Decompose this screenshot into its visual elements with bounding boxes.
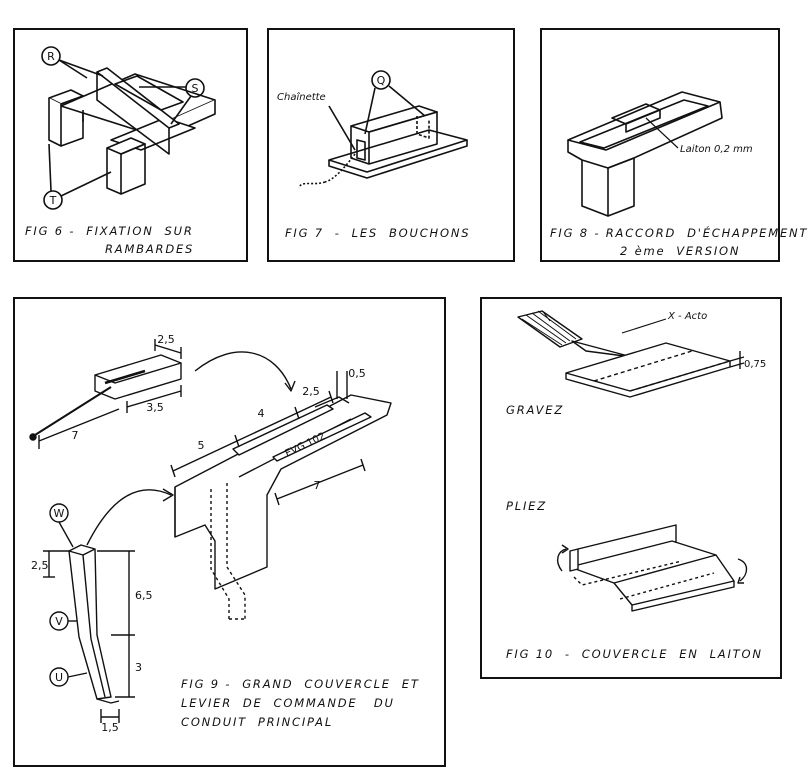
fig6-label-r: R [47, 50, 55, 63]
fig10-caption: FIG 10 - COUVERCLE EN LAITON [506, 647, 763, 661]
fig9-dim-3-5: 3,5 [146, 401, 164, 414]
fig10-panel: X - Acto 0,75 GRAVEZ PLIEZ FIG 10 - COUV… [480, 297, 782, 679]
fig9-dim-4: 4 [258, 407, 265, 420]
fig9-dim-7-right: 7 [314, 479, 321, 492]
fig9-label-u: U [55, 671, 63, 684]
fig9-dim-0-5: 0,5 [348, 367, 366, 380]
fig9-dim-7-left: 7 [72, 429, 79, 442]
fig9-caption-line3: CONDUIT PRINCIPAL [181, 715, 334, 729]
fig6-label-t: T [49, 194, 57, 207]
fig9-dim-1-5: 1,5 [101, 721, 119, 734]
fig7-panel: Q Chaînette FIG 7 - LES BOUCHONS [267, 28, 515, 262]
fig6-caption-line2: RAMBARDES [105, 242, 195, 256]
fig7-label-q: Q [377, 74, 386, 87]
fig7-caption: FIG 7 - LES BOUCHONS [285, 226, 471, 240]
fig10-dim-0-75: 0,75 [744, 359, 766, 370]
fig9-dim-6-5: 6,5 [135, 589, 153, 602]
fig10-drawing: X - Acto 0,75 [517, 310, 766, 612]
fig7-label-chainette: Chaînette [277, 91, 326, 103]
fig9-label-v: V [55, 615, 63, 628]
fig9-dim-2-5-lever: 2,5 [31, 559, 49, 572]
fig9-dim-2-5-mid: 2,5 [302, 385, 320, 398]
fig7-drawing: Q Chaînette [277, 70, 468, 189]
fig8-caption-line1: FIG 8 - RACCORD D'ÉCHAPPEMENT [550, 226, 808, 240]
fig9-label-w: W [54, 507, 65, 520]
fig6-label-s: S [192, 82, 199, 95]
fig10-step-gravez: GRAVEZ [506, 403, 565, 417]
fig9-caption-line2: LEVIER DE COMMANDE DU [181, 696, 395, 710]
fig6-drawing: R S T [41, 46, 216, 210]
fig9-panel: 2,5 3,5 7 4 2,5 0,5 5 7 EVG 102 W V U 2,… [13, 297, 446, 767]
fig9-dim-2-5-top: 2,5 [157, 333, 175, 346]
fig8-panel: Laiton 0,2 mm FIG 8 - RACCORD D'ÉCHAPPEM… [540, 28, 806, 262]
fig9-caption-line1: FIG 9 - GRAND COUVERCLE ET [181, 677, 420, 691]
fig6-panel: R S T FIG 6 - FIXATION SUR RAMBARDES [13, 28, 248, 262]
fig8-caption-line2: 2 ème VERSION [620, 244, 741, 258]
fig8-label-laiton: Laiton 0,2 mm [680, 144, 753, 155]
fig9-dim-5: 5 [198, 439, 205, 452]
fig9-drawing: 2,5 3,5 7 4 2,5 0,5 5 7 EVG 102 W V U 2,… [29, 333, 392, 734]
fig9-dim-3: 3 [135, 661, 142, 674]
fig6-caption-line1: FIG 6 - FIXATION SUR [25, 224, 194, 238]
fig10-label-xacto: X - Acto [667, 311, 707, 322]
fig8-drawing: Laiton 0,2 mm [567, 91, 753, 217]
fig10-step-pliez: PLIEZ [506, 499, 547, 513]
